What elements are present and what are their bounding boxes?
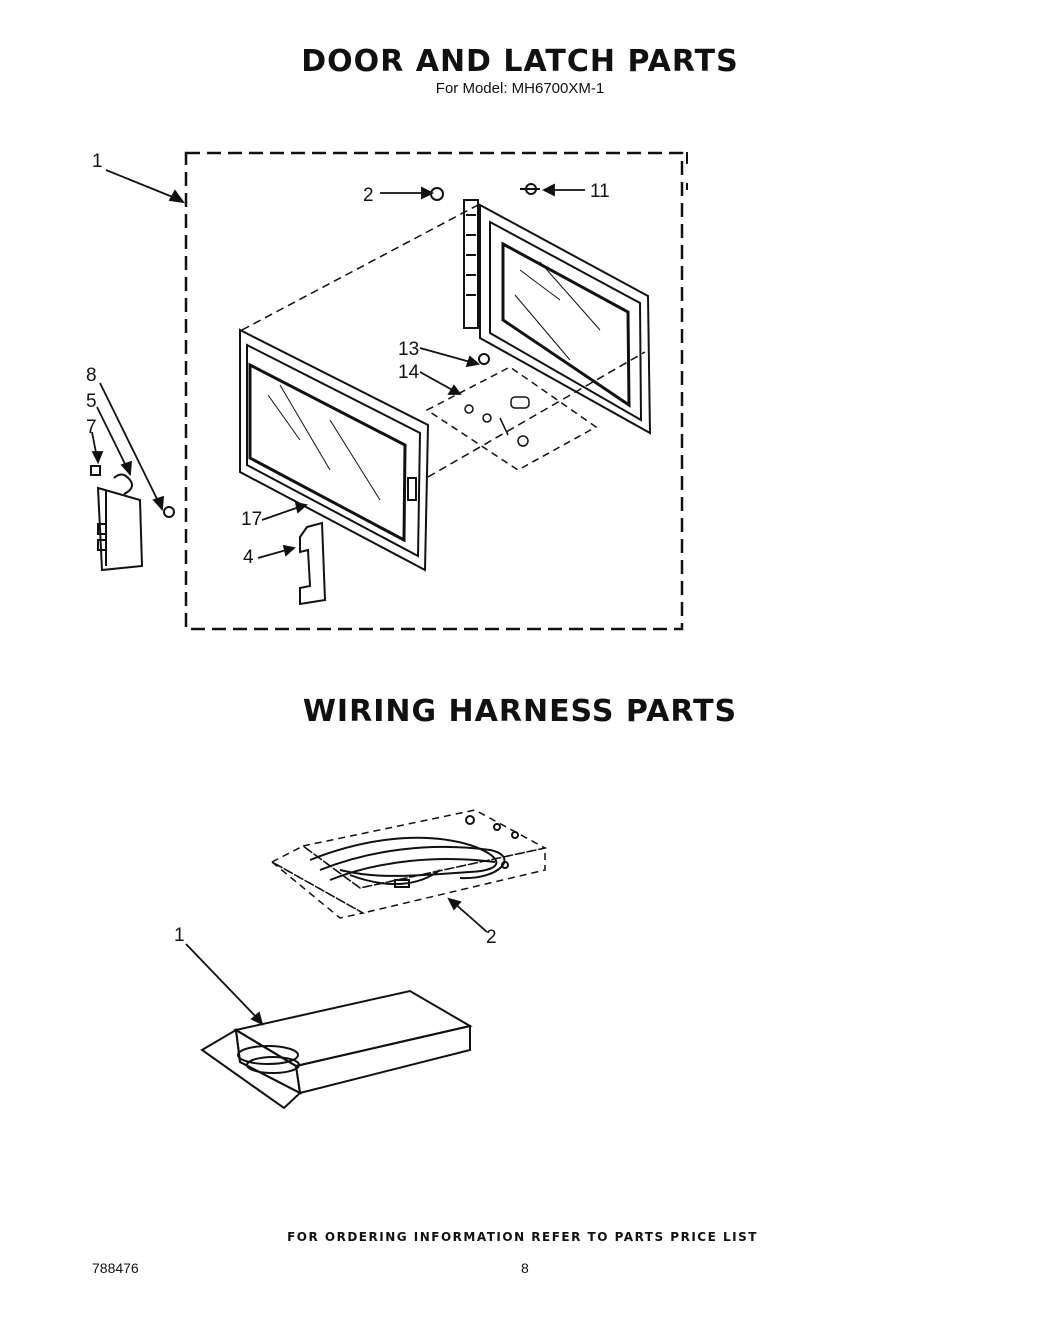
callout-4: 4: [243, 547, 254, 568]
harness-tray: [270, 809, 548, 919]
wiring-callout-1: 1: [174, 925, 185, 946]
top-hardware: [430, 183, 540, 365]
wiring-section-title: WIRING HARNESS PARTS: [302, 694, 738, 729]
door-handle: [299, 521, 327, 606]
door-assembly-boundary: [184, 151, 684, 631]
ordering-note: FOR ORDERING INFORMATION REFER TO PARTS …: [287, 1230, 758, 1244]
document-number: 788476: [92, 1260, 139, 1276]
hardware-kit: [425, 366, 598, 471]
wiring-callout-2: 2: [486, 927, 497, 948]
harness-box: [200, 989, 473, 1110]
page-number: 8: [521, 1260, 529, 1276]
callout-8: 8: [86, 365, 97, 386]
callout-7: 7: [86, 417, 97, 438]
wire-bundle: [309, 815, 519, 888]
door-section-title: DOOR AND LATCH PARTS: [301, 44, 739, 79]
callout-11: 11: [590, 181, 610, 202]
callout-2: 2: [363, 185, 374, 206]
callout-17: 17: [241, 509, 263, 530]
door-inner-panel: [463, 199, 652, 435]
latch-assembly: [90, 465, 175, 572]
callout-1: 1: [92, 151, 103, 172]
door-front-panel: [239, 328, 430, 572]
callout-13: 13: [398, 339, 420, 360]
model-subtitle: For Model: MH6700XM-1: [435, 80, 605, 97]
callout-14: 14: [398, 362, 420, 383]
callout-5: 5: [86, 391, 97, 412]
